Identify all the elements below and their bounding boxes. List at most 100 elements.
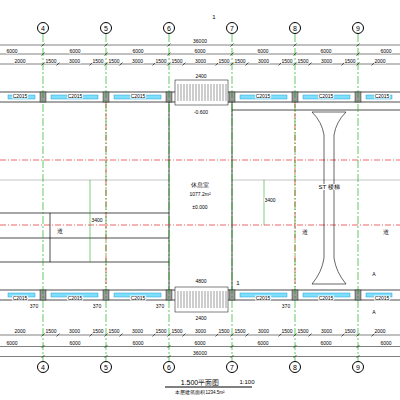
walls — [50, 213, 51, 262]
plan-label: 6000 — [380, 48, 392, 53]
plan-label: 1500 — [171, 329, 183, 334]
stair-tread — [208, 291, 209, 308]
stair-tread — [223, 84, 224, 101]
plan-label: 3400 — [91, 217, 103, 222]
plan-label: 1500 — [108, 58, 120, 63]
stair-tread — [187, 291, 188, 308]
axis-bubble: 4 — [37, 22, 49, 34]
stair-tread — [202, 291, 203, 308]
axis-line — [232, 34, 233, 361]
plan-label: 3000 — [320, 329, 332, 334]
axis-number: 7 — [230, 25, 234, 32]
axis-line — [43, 34, 44, 361]
plan-label: 1500 — [108, 329, 120, 334]
stair-tread — [190, 84, 191, 101]
stair-tread — [211, 84, 212, 101]
axis-number: 5 — [104, 364, 108, 371]
dimension-tick — [90, 334, 93, 337]
plan-label: C2015 — [374, 93, 390, 98]
axis-bubble: 5 — [100, 361, 112, 373]
plan-label: 6000 — [132, 341, 144, 346]
stair-tread — [193, 84, 194, 101]
plan-label: ST 楼梯 — [318, 184, 340, 190]
stair-tread — [214, 291, 215, 308]
plan-label: 1500 — [344, 329, 356, 334]
stair-tread — [178, 291, 179, 308]
plan-label: C2015 — [12, 93, 28, 98]
plan-label: 3000 — [194, 329, 206, 334]
dimension-tick — [57, 334, 60, 337]
plan-label: C2015 — [130, 93, 146, 98]
axis-number: 6 — [167, 25, 171, 32]
plan-label: 1500 — [344, 58, 356, 63]
stair-tread — [184, 84, 185, 101]
plan-label: 3000 — [320, 58, 332, 63]
dimension-tick — [279, 334, 282, 337]
axis-number: 4 — [41, 364, 45, 371]
walls — [0, 262, 169, 263]
axis-bubble: 8 — [289, 22, 301, 34]
plan-label: 1500 — [218, 329, 230, 334]
dimension-lines — [0, 45, 400, 46]
plan-label: C2015 — [318, 93, 334, 98]
plan-label: 1500 — [92, 329, 104, 334]
axis-bubble: 9 — [352, 22, 364, 34]
plan-label: 6000 — [194, 341, 206, 346]
walls — [0, 238, 169, 239]
stair-tread — [214, 84, 215, 101]
plan-label: 3000 — [194, 58, 206, 63]
axis-bubble: 7 — [226, 361, 238, 373]
dimension-tick — [309, 334, 312, 337]
axis-number: 8 — [293, 364, 297, 371]
dimension-lines — [0, 335, 400, 336]
dimension-tick — [246, 334, 249, 337]
plan-label: 6000 — [257, 48, 269, 53]
plan-label: 6000 — [69, 48, 81, 53]
axis-bubble: 6 — [163, 361, 175, 373]
axis-number: 4 — [41, 25, 45, 32]
plan-label: C2015 — [255, 295, 271, 300]
dimension-lines — [0, 54, 400, 55]
plan-label: 2000 — [14, 58, 26, 63]
dimension-tick — [120, 334, 123, 337]
plan-label: C2015 — [130, 295, 146, 300]
plan-label: 1 — [212, 14, 216, 20]
stair-tread — [196, 84, 197, 101]
plan-label: 3000 — [257, 58, 269, 63]
plan-label: 6000 — [380, 341, 392, 346]
stair-tread — [178, 84, 179, 101]
plan-label: 370 — [29, 304, 38, 309]
stair-tread — [181, 84, 182, 101]
dimension-lines — [0, 346, 400, 347]
plan-label: 6000 — [257, 341, 269, 346]
grid-lines — [232, 180, 400, 181]
axis-bubble: 4 — [37, 361, 49, 373]
dimension-tick — [153, 334, 156, 337]
plan-label: 2400 — [195, 73, 207, 78]
stair-tread — [184, 291, 185, 308]
stairs — [175, 80, 228, 312]
stair-tread — [220, 291, 221, 308]
stairs — [175, 287, 228, 312]
plan-label: A — [372, 310, 376, 315]
axis-number: 7 — [230, 364, 234, 371]
stair-tread — [226, 291, 227, 308]
stair-tread — [205, 84, 206, 101]
plan-label: 1500 — [171, 58, 183, 63]
stair-tread — [208, 84, 209, 101]
axis-number: 8 — [293, 25, 297, 32]
plan-label: 道 — [57, 228, 64, 234]
dimension-tick — [183, 334, 186, 337]
axis-bubble: 8 — [289, 361, 301, 373]
plan-label: C2015 — [318, 295, 334, 300]
plan-label: 1077.2m² — [189, 191, 211, 196]
plan-label: 370 — [281, 304, 290, 309]
walls — [232, 110, 400, 111]
plan-label: 370 — [92, 304, 101, 309]
plan-label: 道 — [302, 229, 309, 235]
axis-line — [295, 34, 296, 361]
plan-label: 6000 — [6, 48, 18, 53]
plan-label: -0.600 — [193, 110, 208, 115]
plan-label: 3000 — [257, 329, 269, 334]
plan-label: 休息室 — [191, 182, 210, 188]
